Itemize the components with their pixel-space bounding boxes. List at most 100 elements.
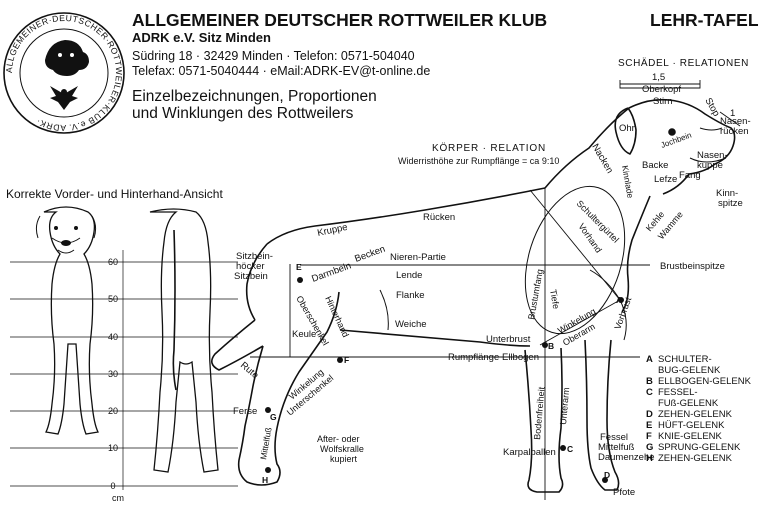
seal-dog-head-icon — [45, 40, 89, 76]
legend-letter: H — [646, 453, 653, 464]
legend-name: FUß-GELENK — [658, 398, 719, 409]
legend-name: ZEHEN-GELENK — [658, 409, 733, 420]
club-seal: ALLGEMEINER·DEUTSCHER·ROTTWEILER·KLUB e.… — [3, 12, 125, 134]
plate-title-line2: und Winklungen des Rottweilers — [132, 105, 354, 122]
label-fang: Fang — [679, 170, 701, 181]
front-view-dog — [43, 206, 99, 435]
legend-letter: C — [646, 387, 653, 398]
legend-name: BUG-GELENK — [658, 365, 721, 376]
scale-tick-30: 30 — [108, 369, 118, 379]
marker-b: B — [548, 341, 554, 351]
label-fessel: Fessel — [600, 432, 628, 443]
club-subtitle: ADRK e.V. Sitz Minden — [132, 30, 271, 45]
label-brustbeinspitze: Brustbeinspitze — [660, 261, 725, 272]
rear-view-dog — [149, 208, 219, 473]
label-karpalballen: Karpalballen — [503, 447, 556, 458]
skull-ratio-left: 1,5 — [652, 72, 665, 83]
label-keule: Keule — [292, 329, 316, 340]
label-ruecken: Rücken — [423, 212, 455, 223]
legend-letter: B — [646, 376, 653, 387]
legend-letter: E — [646, 420, 652, 431]
marker-e: E — [296, 262, 302, 272]
label-rute: Rute — [238, 360, 260, 381]
joint-markers: A B C D E F G H — [262, 262, 624, 485]
marker-d: D — [604, 470, 610, 480]
label-ohr: Ohr — [619, 123, 635, 134]
scale-tick-60: 60 — [108, 257, 118, 267]
front-rear-heading: Korrekte Vorder- und Hinterhand-Ansicht — [6, 187, 223, 201]
address-line: Südring 18 · 32429 Minden · Telefon: 057… — [132, 49, 415, 63]
label-schultergurtel: Schultergürtel — [575, 198, 621, 244]
label-stirn: Stirn — [653, 96, 673, 107]
front-rear-panel: Korrekte Vorder- und Hinterhand-Ansicht … — [6, 187, 238, 503]
label-kruppe: Kruppe — [316, 222, 348, 239]
label-rumpflaenge: Rumpflänge — [448, 352, 499, 363]
label-nasenruecken-1: Nasen- — [720, 116, 751, 127]
label-jochbein: Jochbein — [660, 130, 693, 149]
label-flanke: Flanke — [396, 290, 425, 301]
label-backe: Backe — [642, 160, 668, 171]
label-kinnlade: Kinnlade — [620, 165, 636, 200]
scale-unit: cm — [112, 493, 124, 503]
label-nasenkuppe-1: Nasen- — [697, 150, 728, 161]
marker-h: H — [262, 475, 268, 485]
body-relation-heading: KÖRPER · RELATION — [432, 142, 546, 154]
label-nasenruecken-2: rücken — [720, 126, 749, 137]
marker-g: G — [270, 412, 277, 422]
side-view-dog — [211, 98, 736, 493]
label-nierenpartie: Nieren-Partie — [390, 252, 446, 263]
label-afterkralle-1: After- oder — [317, 434, 360, 444]
label-daumenzehe: Daumenzehe — [598, 452, 655, 463]
label-lende: Lende — [396, 270, 422, 281]
label-sitzbein: Sitzbein — [234, 271, 268, 282]
joint-legend: A SCHULTER- BUG-GELENK B ELLBOGEN-GELENK… — [646, 354, 752, 464]
skull-heading: SCHÄDEL · RELATIONEN — [618, 57, 749, 69]
legend-name: FESSEL- — [658, 387, 698, 398]
label-ferse: Ferse — [233, 406, 257, 417]
label-darmbein: Darmbein — [310, 260, 352, 284]
label-tiefe: Tiefe — [548, 289, 561, 310]
marker-c: C — [567, 444, 573, 454]
label-ellbogen: Ellbogen — [502, 352, 539, 363]
scale-tick-0: 0 — [110, 481, 115, 491]
label-unterbrust: Unterbrust — [486, 334, 531, 345]
club-name: ALLGEMEINER DEUTSCHER ROTTWEILER KLUB — [132, 10, 547, 30]
plate-title-line1: Einzelbezeichnungen, Proportionen — [132, 88, 377, 105]
legend-letter: A — [646, 354, 653, 365]
legend-name: ZEHEN-GELENK — [658, 453, 733, 464]
label-oberkopf: Oberkopf — [642, 84, 681, 95]
legend-name: KNIE-GELENK — [658, 431, 723, 442]
label-weiche: Weiche — [395, 319, 427, 330]
skull-ratio-right: 1 — [730, 108, 735, 119]
guide-lines — [250, 80, 741, 500]
label-pfote: Pfote — [613, 487, 635, 498]
scale-tick-20: 20 — [108, 406, 118, 416]
scale-tick-40: 40 — [108, 332, 118, 342]
legend-letter: D — [646, 409, 653, 420]
label-afterkralle-2: Wolfskralle — [320, 444, 364, 454]
legend-name: ELLBOGEN-GELENK — [658, 376, 752, 387]
label-becken: Becken — [353, 244, 387, 265]
label-lefze: Lefze — [654, 174, 677, 185]
label-nasenkuppe-2: kuppe — [697, 160, 723, 171]
label-afterkralle-3: kupiert — [330, 454, 358, 464]
scale-tick-50: 50 — [108, 294, 118, 304]
legend-name: SCHULTER- — [658, 354, 712, 365]
label-sitzbeinhoecker-2: höcker — [236, 261, 265, 272]
contact-line: Telefax: 0571-5040444 · eMail:ADRK-EV@t-… — [132, 64, 430, 78]
legend-letter: F — [646, 431, 652, 442]
body-relation-text: Widerristhöhe zur Rumpflänge = ca 9:10 — [398, 156, 559, 166]
marker-f: F — [344, 355, 349, 365]
label-unterarm: Unterarm — [558, 387, 571, 425]
label-mittelfuss-vorne: Mittelfuß — [598, 442, 635, 453]
label-bodenfreiheit: Bodenfreiheit — [532, 386, 547, 440]
label-kinnspitze-2: spitze — [718, 198, 743, 209]
label-brustumfang: Brustumfang — [526, 268, 545, 320]
marker-a: A — [616, 295, 622, 305]
label-mittelfuss-hinten: Mittelfuß — [258, 427, 274, 461]
scale-tick-10: 10 — [108, 443, 118, 453]
seal-eagle-icon — [50, 86, 78, 110]
label-kinnspitze-1: Kinn- — [716, 188, 738, 199]
